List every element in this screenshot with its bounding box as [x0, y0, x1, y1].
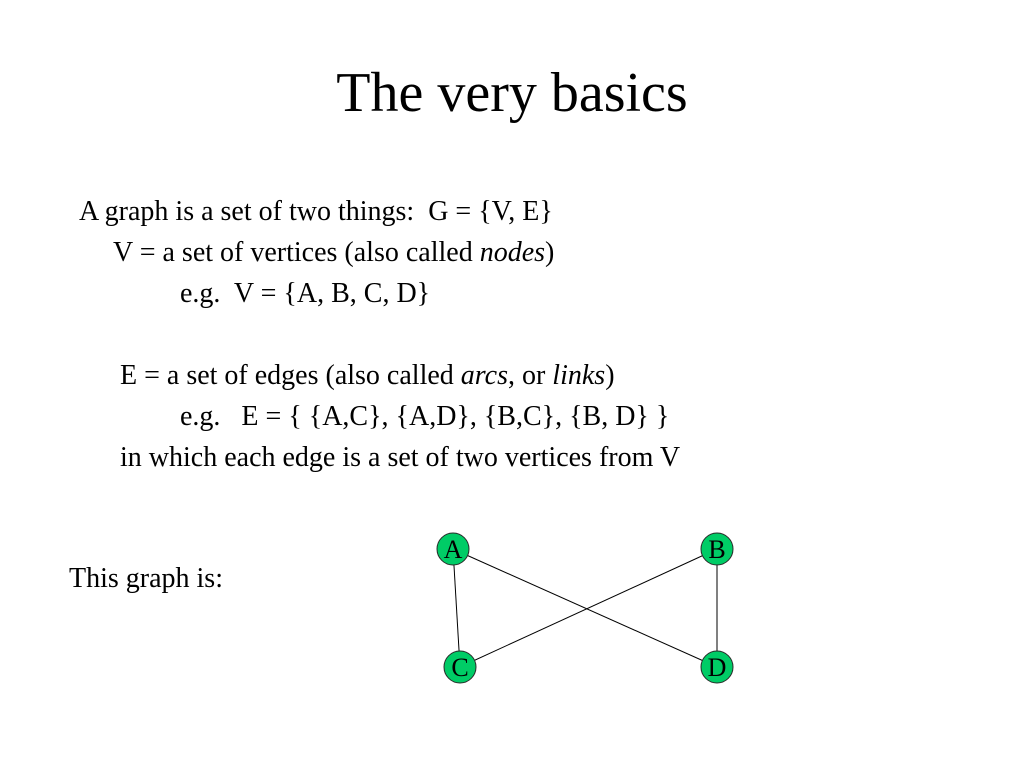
node-a: A [436, 532, 470, 566]
node-circle [443, 650, 477, 684]
arcs-term: arcs [460, 360, 508, 391]
node-label: B [708, 535, 725, 564]
edges-definition-line: E = a set of edges (also called arcs, or… [120, 359, 615, 393]
node-label: D [708, 653, 727, 682]
edges-definition-text: E = a set of edges (also called [120, 360, 461, 391]
graph-edges [452, 548, 718, 668]
vertices-definition-text: V = a set of vertices (also called [113, 237, 480, 268]
node-circle [700, 532, 734, 566]
nodes-term: nodes [479, 237, 546, 268]
vertices-definition-line: V = a set of vertices (also called nodes… [113, 236, 554, 270]
edges-definition-close: ) [605, 360, 615, 391]
graph-nodes: A B C D [436, 532, 734, 684]
edges-example-line: e.g. E = { {A,C}, {A,D}, {B,C}, {B, D} } [180, 401, 670, 432]
node-c: C [443, 650, 477, 684]
graph-definition-line: A graph is a set of two things: G = {V, … [79, 196, 553, 227]
slide-title: The very basics [336, 62, 688, 124]
vertices-example-line: e.g. V = {A, B, C, D} [180, 278, 431, 309]
node-circle [436, 532, 470, 566]
graph-caption: This graph is: [69, 563, 223, 594]
node-label: A [444, 535, 463, 564]
edge-a-d [452, 548, 718, 668]
node-circle [700, 650, 734, 684]
links-term: links [552, 360, 606, 391]
edge-a-c [452, 548, 461, 668]
node-d: D [700, 650, 734, 684]
edges-definition-separator: , or [507, 360, 553, 391]
edge-explanation-line: in which each edge is a set of two verti… [120, 442, 681, 473]
vertices-definition-close: ) [545, 237, 555, 268]
node-b: B [700, 532, 734, 566]
node-label: C [451, 653, 468, 682]
edge-b-c [459, 548, 718, 668]
